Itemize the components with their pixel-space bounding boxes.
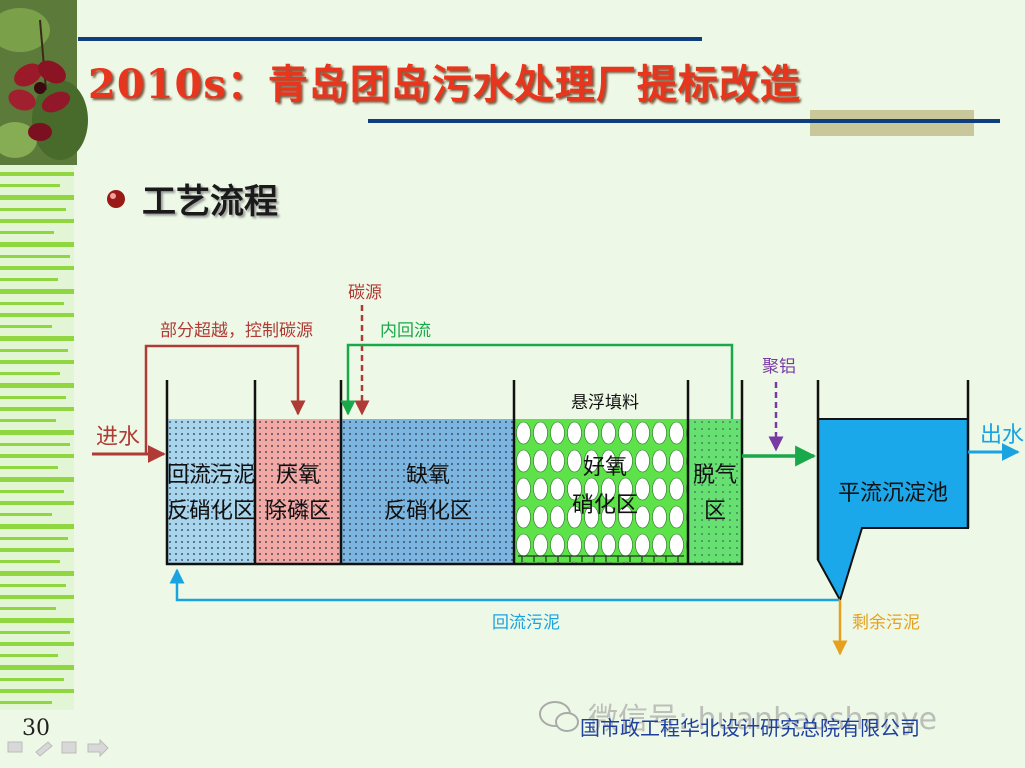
return-sludge-label: 回流污泥: [492, 613, 560, 633]
carbon-source-label: 碳源: [348, 283, 382, 303]
title-bottom-rule: [368, 119, 1000, 123]
zone3-label-line2: 反硝化区: [384, 499, 472, 524]
zone4-label-line1: 好氧: [583, 455, 627, 480]
title-top-rule: [78, 37, 702, 41]
outlet-label: 出水: [980, 423, 1024, 448]
page-number: 30: [22, 716, 50, 741]
zone5-label-line1: 脱气: [693, 463, 737, 488]
wechat-icon: [539, 701, 579, 732]
zone5-label-line2: 区: [704, 499, 726, 524]
clarifier: [817, 418, 969, 603]
footer-organization: 国市政工程华北设计研究总院有限公司: [580, 716, 920, 740]
return-sludge-arrow: [169, 568, 840, 602]
zone3-label-line1: 缺氧: [406, 463, 450, 488]
bypass-label: 部分超越，控制碳源: [160, 321, 313, 341]
zone4-label-line2: 硝化区: [572, 493, 638, 518]
zone1-label-line2: 反硝化区: [167, 499, 255, 524]
internal-recycle-arrow: [340, 343, 734, 419]
left-stripe-decoration: [0, 165, 74, 710]
bypass-arrow: [144, 344, 306, 454]
slide-nav-icons[interactable]: [7, 738, 109, 758]
excess-sludge-label: 剩余污泥: [852, 613, 920, 633]
plant-photo: [0, 0, 88, 165]
zone1-label-line1: 回流污泥: [167, 463, 255, 488]
pac-label: 聚铝: [762, 357, 796, 377]
inlet-label: 进水: [96, 425, 140, 450]
zone2-label-line2: 除磷区: [265, 499, 331, 524]
watermark-text: 微信号: huanbaoshanye: [588, 702, 938, 737]
internal-recycle-label: 内回流: [380, 321, 431, 341]
bullet-icon: [107, 190, 125, 208]
bullet-heading: 工艺流程: [142, 182, 278, 222]
clarifier-label: 平流沉淀池: [838, 481, 948, 506]
suspended-media-label: 悬浮填料: [571, 393, 639, 413]
process-diagram: 进水 出水 部分超越，控制碳源 碳源 内回流 聚铝 悬浮填料 回流污泥 剩余污泥…: [92, 283, 1024, 656]
slide-title: 2010s：青岛团岛污水处理厂提标改造: [88, 61, 801, 108]
zone2-label-line1: 厌氧: [276, 463, 320, 488]
